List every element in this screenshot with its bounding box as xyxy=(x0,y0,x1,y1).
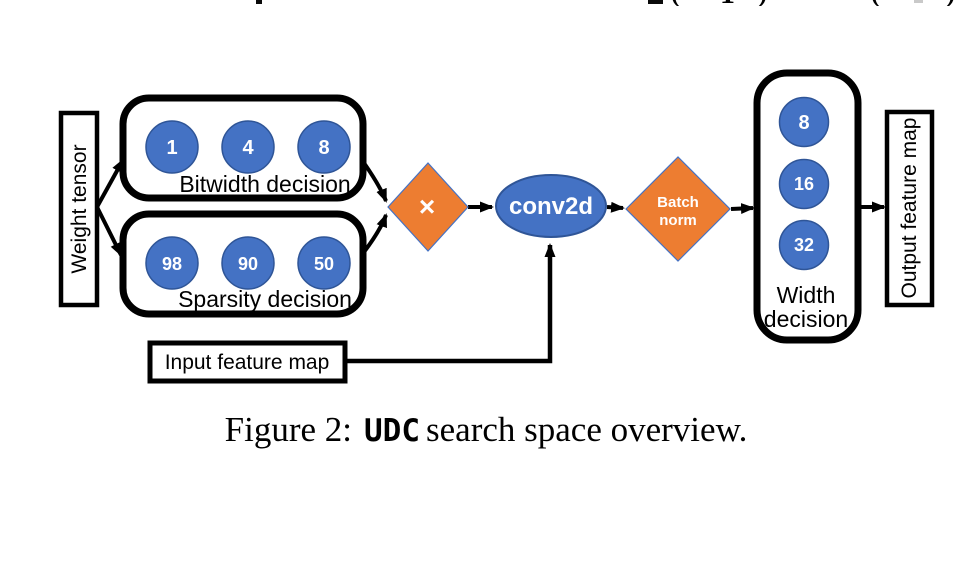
bitwidth-option-4-label: 4 xyxy=(242,137,254,159)
figure-caption-code-word: UDC xyxy=(364,413,421,449)
output-feature-map-box xyxy=(884,109,935,308)
sparsity-option-50-label: 50 xyxy=(314,254,334,274)
width-option-8 xyxy=(778,96,830,148)
conv2d-node xyxy=(495,174,607,238)
width-option-16-label: 16 xyxy=(794,174,814,194)
input-feature-map-box xyxy=(147,340,348,384)
sparsity-option-90 xyxy=(221,236,275,290)
sparsity-option-98-label: 98 xyxy=(162,254,182,274)
bitwidth-decision-label: Bitwidth decision xyxy=(179,171,350,197)
connector-input-to-conv xyxy=(345,243,556,364)
output-feature-map-label: Output feature map xyxy=(898,118,921,299)
batch-norm-diamond xyxy=(625,156,731,262)
width-option-16 xyxy=(778,158,830,210)
bitwidth-option-8 xyxy=(297,120,351,174)
equation-fragment-one: 1 xyxy=(720,0,735,6)
equation-fragment-open-paren: ( xyxy=(670,0,682,6)
input-feature-map-label: Input feature map xyxy=(165,351,330,374)
bitwidth-option-8-label: 8 xyxy=(318,137,329,159)
batch-norm-label-line1: Batch xyxy=(657,194,699,211)
multiply-diamond xyxy=(387,162,469,252)
sparsity-option-50 xyxy=(297,236,351,290)
figure-caption-text: search space overview. xyxy=(426,410,748,449)
equation-fragment-close-paren-2: ) xyxy=(944,0,956,6)
figure-caption-number: Figure 2: xyxy=(224,410,353,449)
arrow-sparsity-to-multiply xyxy=(362,213,388,254)
width-option-32 xyxy=(778,219,830,271)
arrow-weight-to-sparsity xyxy=(95,206,123,257)
equation-fragment-strip: ( 1 ) ( ) xyxy=(0,0,972,6)
width-option-8-label: 8 xyxy=(798,112,809,134)
sparsity-option-98 xyxy=(145,236,199,290)
equation-fragment-comma xyxy=(256,0,262,4)
sparsity-decision-label: Sparsity decision xyxy=(178,286,352,312)
bitwidth-option-4 xyxy=(221,120,275,174)
arrow-bitwidth-to-multiply xyxy=(362,161,388,203)
bitwidth-option-1 xyxy=(145,120,199,174)
equation-fragment-close-paren: ) xyxy=(756,0,768,6)
bitwidth-option-1-label: 1 xyxy=(166,137,177,159)
equation-fragment-open-paren-2: ( xyxy=(870,0,882,6)
weight-tensor-box xyxy=(58,110,100,308)
equation-fragment-bar xyxy=(648,0,663,4)
batch-norm-label-line2: norm xyxy=(659,212,697,229)
sparsity-option-90-label: 90 xyxy=(238,254,258,274)
multiply-operator-label: × xyxy=(419,191,435,222)
width-decision-label-line2: decision xyxy=(764,306,848,332)
arrow-batchnorm-to-width xyxy=(730,203,755,215)
width-option-32-label: 32 xyxy=(794,235,814,255)
arrow-weight-to-bitwidth xyxy=(95,158,125,208)
conv2d-label: conv2d xyxy=(509,193,593,220)
weight-tensor-label: Weight tensor xyxy=(68,144,91,273)
width-decision-label-line1: Width xyxy=(777,282,836,308)
udc-search-space-diagram: Weight tensor 1 4 8 Bitwidth decision 98… xyxy=(58,69,935,384)
arrow-conv-to-batchnorm xyxy=(606,201,625,213)
equation-fragment-gray-mark xyxy=(914,0,923,3)
